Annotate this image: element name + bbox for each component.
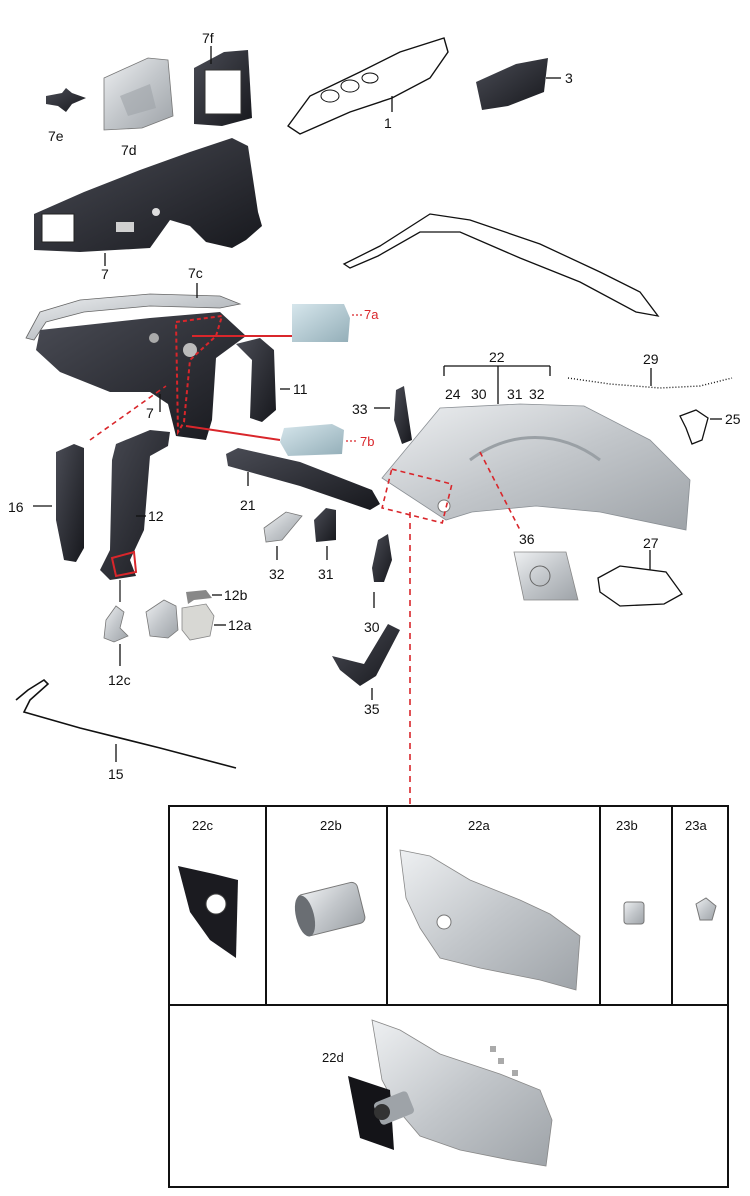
part-32[interactable] bbox=[263, 511, 303, 560]
part-1[interactable] bbox=[287, 37, 449, 135]
part-7c[interactable] bbox=[25, 283, 242, 341]
label-7c: 7c bbox=[188, 265, 203, 281]
cell-label-22c: 22c bbox=[192, 818, 213, 833]
label-7e: 7e bbox=[48, 128, 64, 144]
label-29: 29 bbox=[643, 351, 659, 367]
part-7e[interactable] bbox=[46, 88, 86, 112]
label-11: 11 bbox=[293, 381, 308, 397]
group-22-bracket bbox=[443, 365, 551, 404]
part-12b[interactable] bbox=[186, 590, 222, 604]
part-33[interactable] bbox=[374, 386, 412, 444]
label-31-group: 31 bbox=[507, 386, 523, 402]
part-12a[interactable] bbox=[145, 599, 226, 641]
label-7-lower: 7 bbox=[146, 405, 154, 421]
label-12: 12 bbox=[148, 508, 164, 524]
label-12a: 12a bbox=[228, 617, 252, 633]
part-16[interactable] bbox=[33, 444, 84, 562]
part-rail-outline[interactable] bbox=[342, 213, 660, 317]
part-27[interactable] bbox=[597, 550, 683, 607]
part-22d[interactable] bbox=[348, 1019, 553, 1167]
label-1: 1 bbox=[384, 115, 392, 131]
label-30-group: 30 bbox=[471, 386, 487, 402]
cell-label-22a: 22a bbox=[468, 818, 490, 833]
part-36[interactable] bbox=[513, 551, 579, 601]
label-7: 7 bbox=[101, 266, 109, 282]
part-22a[interactable] bbox=[399, 849, 581, 991]
label-12c: 12c bbox=[108, 672, 131, 688]
label-35: 35 bbox=[364, 701, 380, 717]
part-25[interactable] bbox=[679, 409, 722, 445]
cell-label-22b: 22b bbox=[320, 818, 342, 833]
part-15[interactable] bbox=[15, 678, 237, 769]
label-25: 25 bbox=[725, 411, 741, 427]
part-11[interactable] bbox=[236, 338, 290, 422]
label-32: 32 bbox=[269, 566, 285, 582]
cell-label-23a: 23a bbox=[685, 818, 707, 833]
part-3[interactable] bbox=[476, 58, 561, 110]
label-22: 22 bbox=[489, 349, 505, 365]
part-35[interactable] bbox=[332, 624, 400, 700]
label-7a: 7a bbox=[364, 307, 379, 322]
part-7d[interactable] bbox=[103, 57, 174, 131]
part-7[interactable] bbox=[34, 138, 262, 266]
label-24: 24 bbox=[445, 386, 461, 402]
cell-label-22d: 22d bbox=[322, 1050, 344, 1065]
label-32-group: 32 bbox=[529, 386, 545, 402]
part-7b[interactable] bbox=[185, 424, 357, 456]
label-3: 3 bbox=[565, 70, 573, 86]
part-23a[interactable] bbox=[695, 897, 717, 921]
label-27: 27 bbox=[643, 535, 659, 551]
part-7a[interactable] bbox=[192, 304, 362, 342]
part-22c[interactable] bbox=[178, 866, 238, 958]
label-15: 15 bbox=[108, 766, 124, 782]
label-36: 36 bbox=[519, 531, 535, 547]
label-16: 16 bbox=[8, 499, 24, 515]
label-7d: 7d bbox=[121, 142, 137, 158]
label-31: 31 bbox=[318, 566, 334, 582]
label-21: 21 bbox=[240, 497, 256, 513]
label-7b: 7b bbox=[360, 434, 374, 449]
cell-label-23b: 23b bbox=[616, 818, 638, 833]
part-7f[interactable] bbox=[194, 46, 252, 126]
label-7f: 7f bbox=[202, 30, 214, 46]
part-29[interactable] bbox=[567, 368, 733, 389]
part-21[interactable] bbox=[226, 448, 380, 510]
guide-line-16 bbox=[89, 385, 167, 441]
part-22[interactable] bbox=[381, 403, 691, 531]
label-33: 33 bbox=[352, 401, 368, 417]
label-12b: 12b bbox=[224, 587, 248, 603]
part-30[interactable] bbox=[372, 534, 392, 608]
part-31[interactable] bbox=[314, 508, 336, 560]
label-30: 30 bbox=[364, 619, 380, 635]
part-22b[interactable] bbox=[291, 881, 366, 938]
part-12c[interactable] bbox=[103, 605, 129, 666]
part-12[interactable] bbox=[100, 430, 170, 580]
part-23b[interactable] bbox=[623, 901, 645, 925]
part-7-wheelhouse[interactable] bbox=[36, 312, 246, 440]
